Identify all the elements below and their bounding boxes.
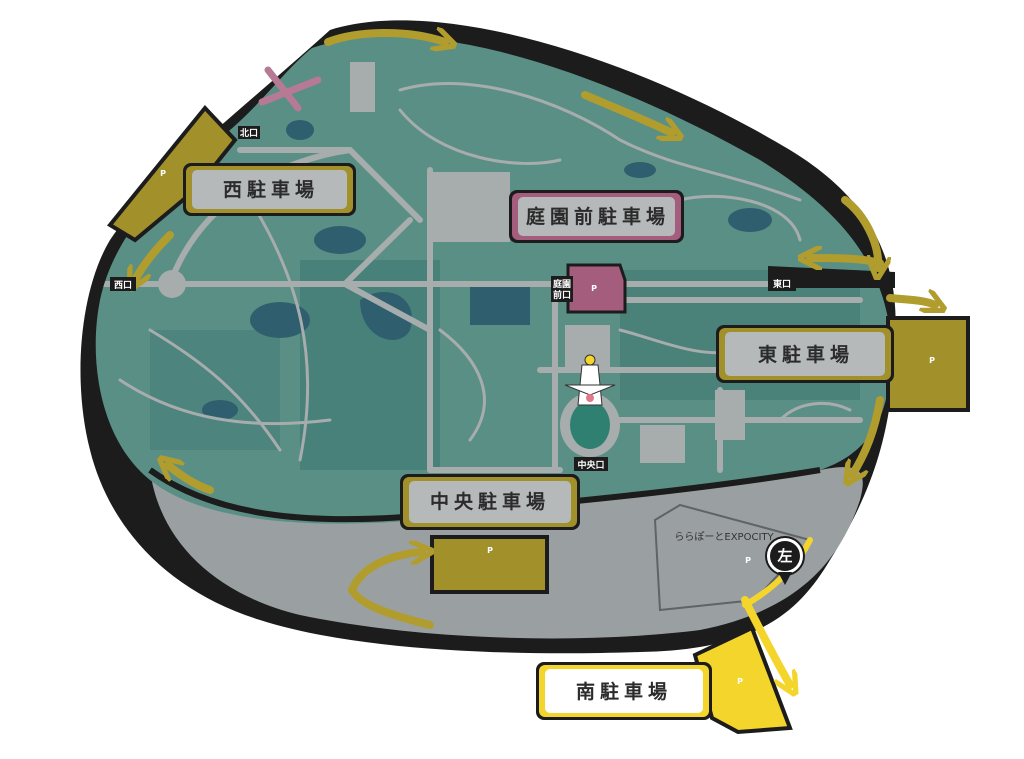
turn-left-pin-icon: 左 xyxy=(765,536,805,585)
teien-building xyxy=(566,263,627,314)
closed-x-icon xyxy=(258,66,322,112)
parking-sign-icon: P xyxy=(160,169,166,178)
svg-text:庭園: 庭園 xyxy=(553,278,571,290)
west-parking-label: 西駐車場 xyxy=(183,163,356,216)
chuo-parking-label: 中央駐車場 xyxy=(400,474,580,530)
gate-west: 西口 xyxy=(110,277,136,291)
svg-text:南駐車場: 南駐車場 xyxy=(576,680,672,703)
traffic-arrow-icon xyxy=(135,231,174,280)
parking-sign-icon: P xyxy=(929,356,935,365)
traffic-arrow-icon xyxy=(347,552,430,629)
tower-of-sun-icon xyxy=(564,354,616,406)
gate-east: 東口 xyxy=(768,275,796,291)
svg-text:東口: 東口 xyxy=(773,278,791,290)
east-parking-lot xyxy=(886,316,970,412)
svg-text:庭園前駐車場: 庭園前駐車場 xyxy=(526,205,670,228)
park-area xyxy=(95,36,891,524)
traffic-arrow-icon xyxy=(810,258,884,263)
traffic-arrows xyxy=(135,33,935,629)
traffic-arrow-icon xyxy=(581,91,672,133)
teien-parking-label: 庭園前駐車場 xyxy=(509,190,684,243)
gate-north: 北口 xyxy=(238,126,260,139)
svg-text:東駐車場: 東駐車場 xyxy=(758,343,854,366)
svg-text:西駐車場: 西駐車場 xyxy=(223,178,319,201)
svg-text:左: 左 xyxy=(776,547,792,565)
svg-text:北口: 北口 xyxy=(240,127,258,139)
svg-text:中央口: 中央口 xyxy=(577,459,604,471)
gate-teien: 庭園 前口 xyxy=(551,276,573,302)
east-road xyxy=(768,266,895,288)
chuo-parking-lot xyxy=(430,535,549,594)
parking-sign-icon: P xyxy=(591,284,597,293)
parking-sign-icon: P xyxy=(487,546,493,555)
mall-label: ららぽーとEXPOCITY xyxy=(674,531,774,543)
south-parking-label: 南駐車場 xyxy=(536,662,712,720)
traffic-arrow-icon xyxy=(852,396,884,475)
gate-central: 中央口 xyxy=(574,457,608,471)
svg-text:中央駐車場: 中央駐車場 xyxy=(430,490,550,513)
east-parking-label: 東駐車場 xyxy=(716,325,894,383)
parking-sign-icon: P xyxy=(737,677,743,686)
traffic-arrow-icon xyxy=(168,465,214,494)
svg-text:西口: 西口 xyxy=(114,280,132,291)
parking-sign-icon: P xyxy=(745,556,751,565)
traffic-arrow-icon xyxy=(324,33,445,42)
svg-text:前口: 前口 xyxy=(553,289,571,301)
traffic-arrow-icon xyxy=(886,298,935,305)
